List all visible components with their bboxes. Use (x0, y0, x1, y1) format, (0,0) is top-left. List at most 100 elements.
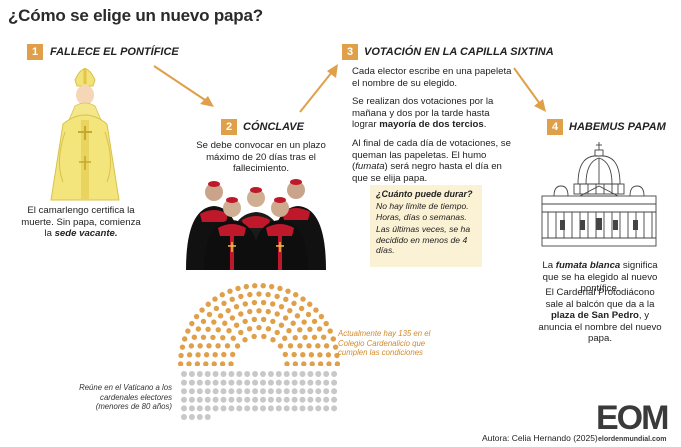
elector-dot (186, 361, 192, 366)
cardinal-dot (196, 405, 203, 412)
cardinal-dot (291, 405, 298, 412)
step-4-paragraph-1: La fumata blanca significa que se ha ele… (542, 260, 658, 294)
cardinal-dot (299, 405, 306, 412)
elector-dot (225, 307, 231, 314)
elector-dot (243, 283, 250, 290)
elector-dot (270, 318, 276, 325)
cardinal-dot (291, 388, 298, 395)
elector-dot (278, 322, 285, 328)
elector-dot (193, 313, 200, 320)
cardinal-dot (196, 396, 203, 403)
elector-dot (330, 336, 336, 342)
elector-dot (282, 335, 288, 341)
elector-dot (265, 308, 271, 315)
elector-dot (212, 351, 218, 358)
elector-dot (238, 293, 244, 300)
elector-dot (211, 361, 217, 366)
elector-dot (178, 352, 184, 359)
elector-dot (313, 307, 319, 313)
elector-dot (200, 334, 207, 340)
cardinal-dot (244, 396, 251, 403)
elector-dot (182, 336, 188, 342)
elector-dot (260, 283, 266, 289)
elector-dot (291, 351, 297, 358)
elector-dot (213, 305, 220, 312)
elector-dot (317, 352, 323, 358)
elector-dot (238, 329, 244, 336)
cardinal-dot (220, 388, 227, 395)
elector-dot (203, 361, 209, 366)
arrow-1-to-2 (153, 65, 214, 107)
elector-dot (318, 313, 325, 320)
elector-dot (292, 361, 299, 366)
cardinals-illustration (186, 179, 326, 270)
electors-hemicycle (178, 283, 340, 366)
elector-dot (228, 361, 234, 366)
elector-dot (302, 334, 308, 341)
elector-dot (284, 361, 290, 366)
cardinal-dot (275, 396, 282, 403)
elector-dot (200, 318, 207, 325)
cardinal-dot (220, 396, 227, 403)
cardinal-dot (228, 396, 235, 403)
elector-dot (268, 283, 275, 290)
cardinal-dot (260, 388, 266, 395)
cardinal-dot (323, 379, 330, 386)
cardinal-dot (204, 388, 211, 395)
step-2-text: Se debe convocar en un plazo máximo de 2… (196, 140, 326, 174)
elector-dot (233, 303, 240, 310)
duration-line-1: No hay límite de tiempo. Horas, días o s… (376, 201, 469, 222)
cardinal-dot (267, 371, 274, 377)
elector-dot (311, 334, 318, 340)
elector-dot (224, 343, 231, 349)
cardinal-dot (331, 405, 338, 412)
elector-dot (256, 324, 262, 331)
cardinal-dot (236, 371, 243, 377)
step-4-title: HABEMUS PAPAM (569, 121, 666, 133)
elector-dot (256, 308, 262, 314)
cardinal-dot (283, 388, 290, 395)
elector-dot (229, 315, 236, 321)
elector-dot (191, 334, 198, 340)
duration-box: ¿Cuánto puede durar? No hay límite de ti… (370, 185, 482, 267)
cardinal-dot (275, 388, 282, 395)
arrow-2-to-3 (299, 64, 338, 113)
cardinal-dot (275, 405, 282, 412)
elector-dot (247, 308, 253, 315)
cardinal-dot (204, 405, 211, 412)
elector-dot (205, 326, 211, 332)
cardinal-dot (212, 371, 219, 377)
cardinal-dot (220, 405, 227, 412)
elector-dot (229, 351, 236, 358)
elector-dot (317, 361, 324, 366)
cardinal-dot (212, 379, 219, 386)
step-1-title: FALLECE EL PONTÍFICE (50, 46, 179, 58)
author-credit: Autora: Celia Hernando (2025) (482, 433, 598, 443)
cardinal-dot (331, 388, 338, 395)
elector-dot (292, 334, 298, 341)
elector-dot (297, 343, 303, 349)
elector-dot (256, 291, 262, 297)
cardinals-grid (181, 371, 338, 420)
elector-dot (282, 315, 289, 321)
cardinal-dot (188, 414, 195, 420)
elector-dot (306, 343, 312, 349)
cardinal-dot (323, 371, 330, 377)
cardinal-dot (220, 379, 227, 386)
cardinal-dot (260, 405, 266, 412)
cardinal-dot (252, 371, 259, 377)
cardinal-dot (244, 379, 251, 386)
cardinal-dot (228, 379, 235, 386)
elector-dot (195, 352, 201, 358)
elector-dot (211, 319, 217, 325)
elector-dot (260, 299, 267, 306)
cardinal-dot (299, 371, 306, 377)
elector-dot (290, 320, 296, 326)
elector-dot (327, 328, 333, 334)
elector-dot (282, 351, 289, 358)
elector-dot (265, 291, 271, 298)
cardinal-dot (323, 388, 330, 395)
elector-dot (215, 343, 221, 349)
cardinal-dot (283, 371, 290, 377)
cardinal-dot (260, 379, 266, 386)
